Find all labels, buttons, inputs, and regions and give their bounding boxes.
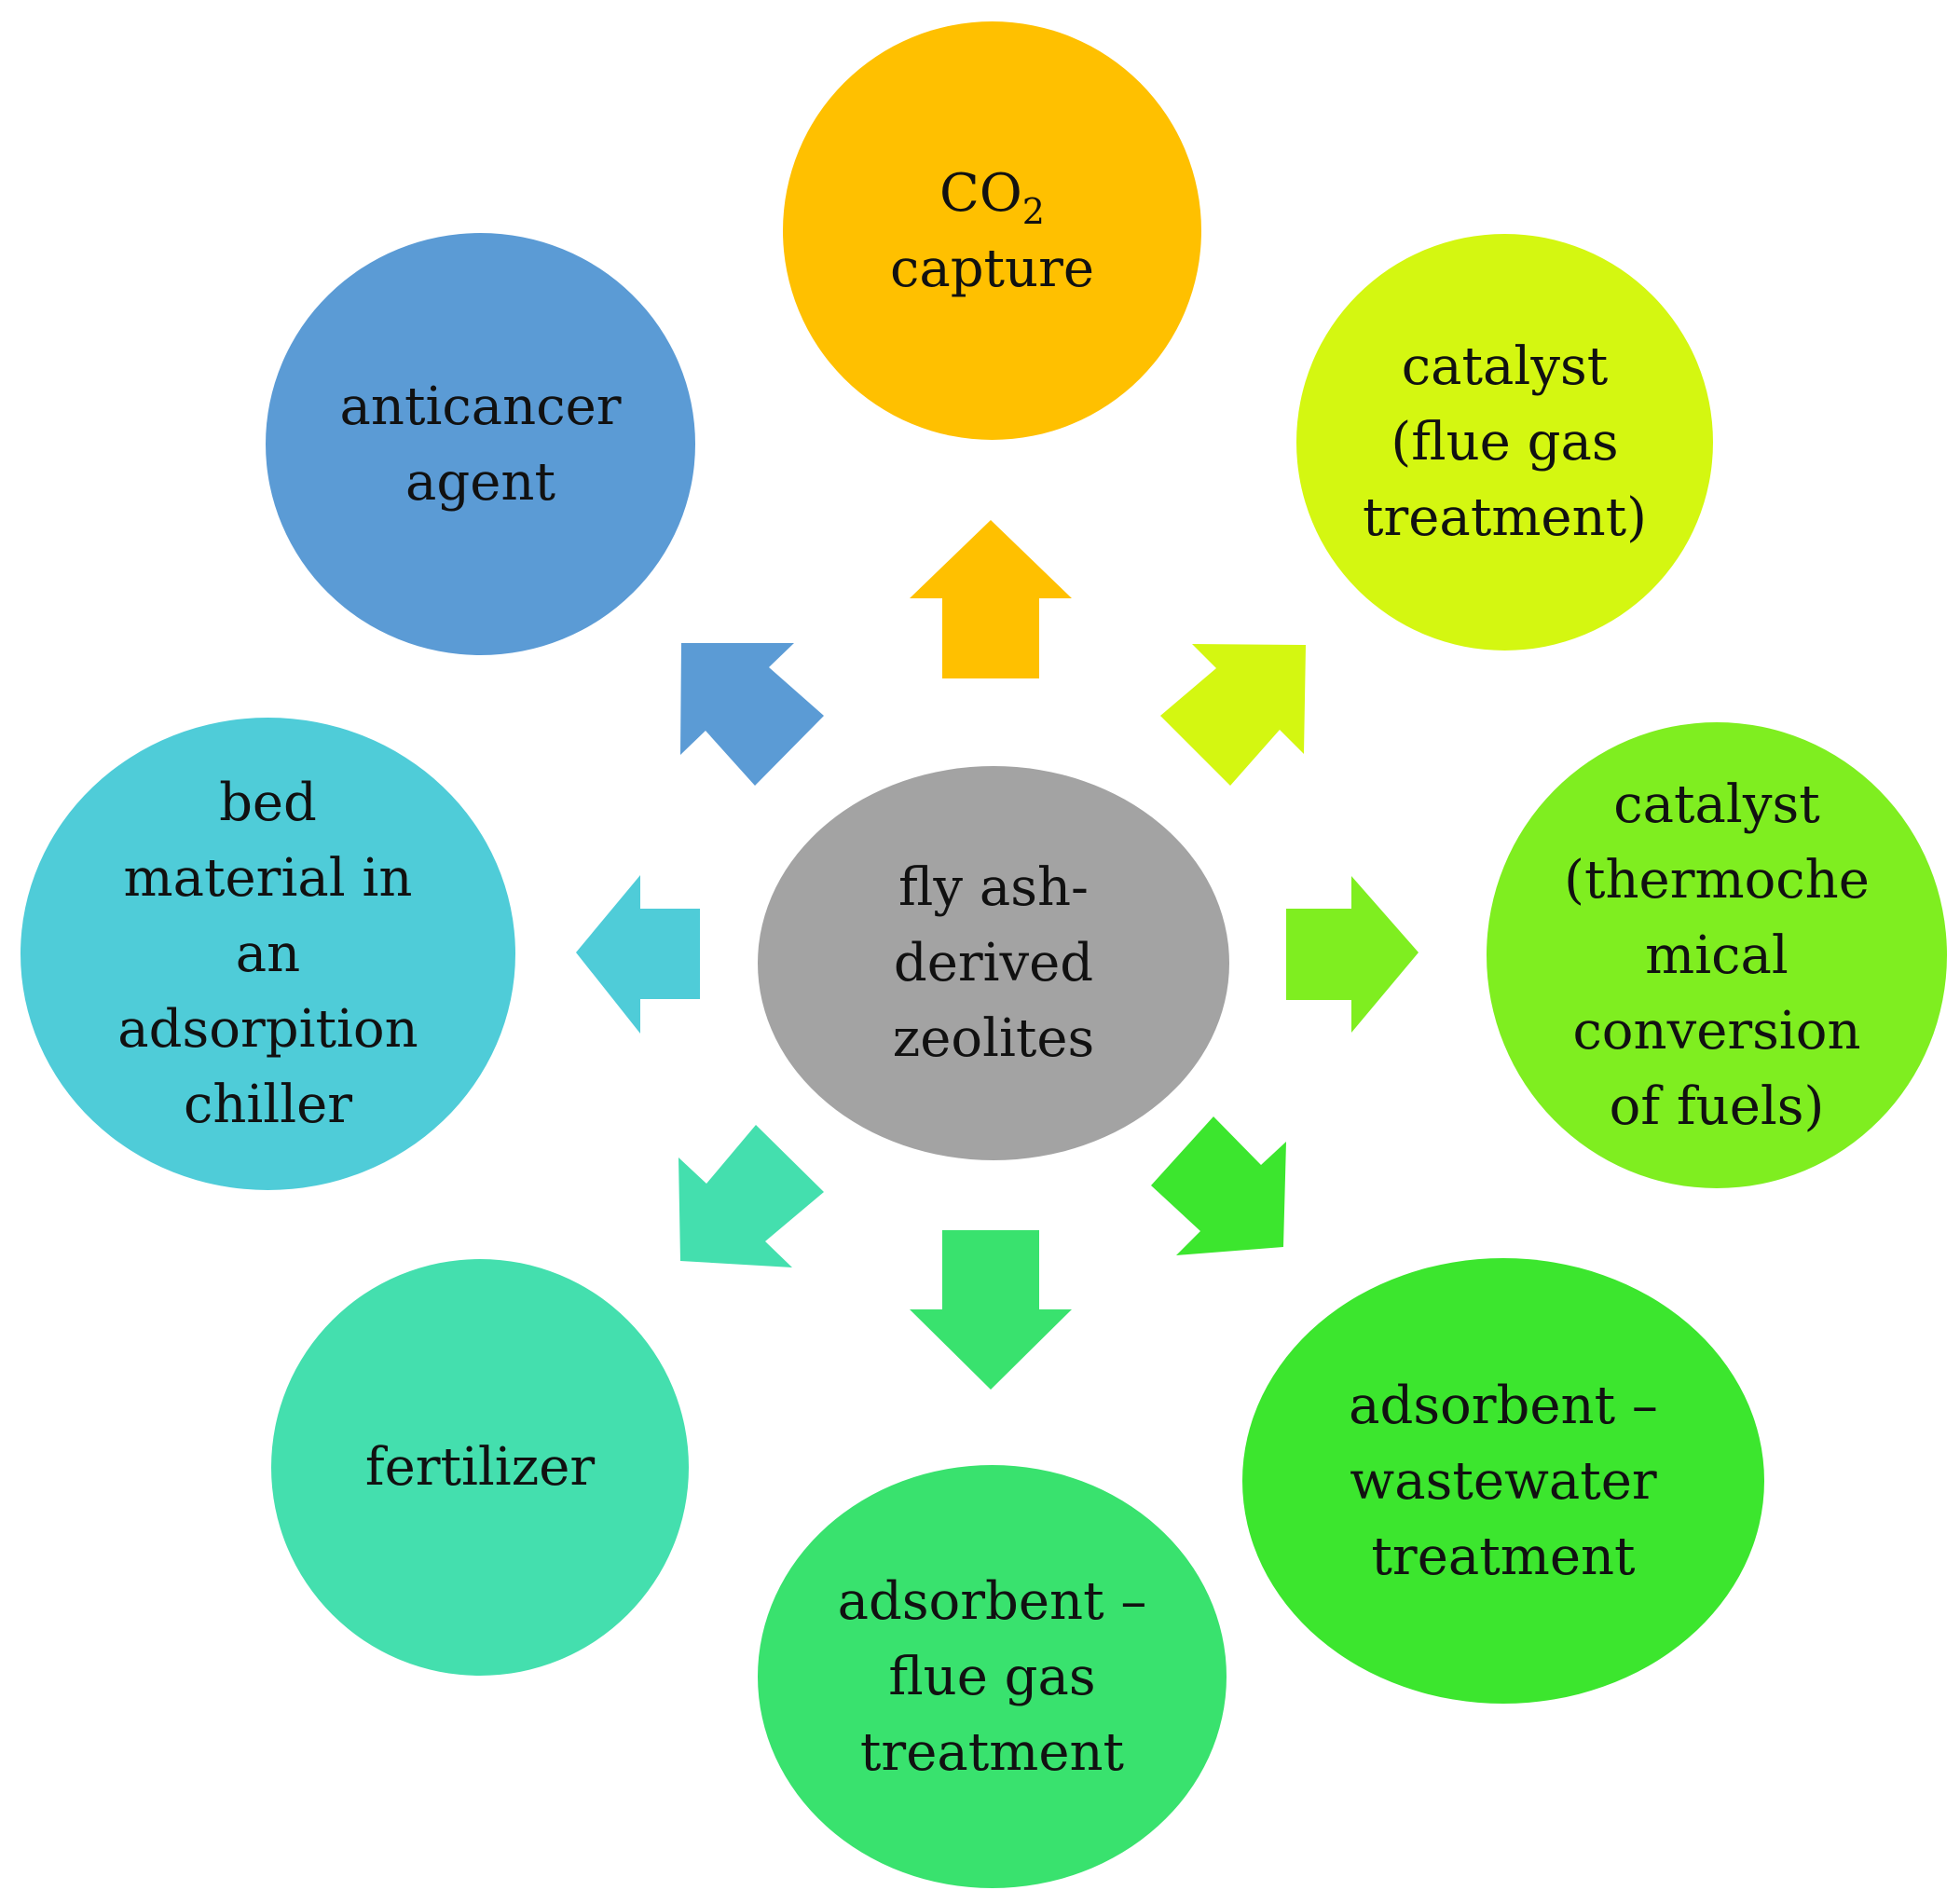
node-line: conversion [1572, 1000, 1861, 1062]
node-line: (flue gas [1391, 412, 1619, 473]
node-line: catalyst [1401, 336, 1609, 397]
node-line: fertilizer [364, 1437, 596, 1498]
node-fertilizer-label: fertilizer [365, 1430, 595, 1505]
node-co2-capture: CO2 capture [783, 21, 1201, 440]
node-line: catalyst [1613, 774, 1820, 835]
node-line: of fuels) [1609, 1075, 1825, 1137]
arrow-to-anticancer-agent [680, 643, 824, 786]
co2-formula: CO2 [890, 156, 1094, 231]
node-anticancer-agent: anticancer agent [266, 233, 695, 655]
node-catalyst-flue-gas: catalyst (flue gas treatment) [1296, 234, 1713, 651]
node-anticancer-agent-label: anticancer agent [340, 369, 622, 520]
node-co2-capture-label: CO2 capture [890, 156, 1094, 307]
node-line: adsorbent – [1349, 1375, 1658, 1436]
node-line: anticancer [339, 376, 622, 437]
arrow-to-adsorbent-wastewater [1151, 1116, 1286, 1255]
node-bed-material: bed material in an adsorpition chiller [21, 718, 515, 1190]
node-line: chiller [183, 1075, 353, 1135]
node-line: treatment [859, 1721, 1125, 1783]
node-catalyst-thermochemical: catalyst (thermoche mical conversion of … [1487, 722, 1947, 1188]
node-fertilizer: fertilizer [271, 1259, 689, 1676]
node-bed-material-label: bed material in an adsorpition chiller [117, 765, 418, 1143]
node-adsorbent-flue-gas: adsorbent – flue gas treatment [758, 1465, 1227, 1888]
node-line: adsorbent – [837, 1570, 1147, 1632]
node-catalyst-thermochemical-label: catalyst (thermoche mical conversion of … [1564, 767, 1870, 1144]
node-line: agent [405, 451, 555, 513]
node-line: capture [889, 238, 1095, 299]
node-adsorbent-wastewater: adsorbent – wastewater treatment [1242, 1258, 1764, 1704]
node-line: bed [219, 773, 317, 833]
arrow-to-adsorbent-flue-gas [910, 1230, 1072, 1390]
center-line: derived [893, 933, 1094, 993]
arrow-to-catalyst-thermochemical [1286, 876, 1419, 1033]
center-node-label: fly ash- derived zeolites [893, 850, 1095, 1076]
node-line: wastewater [1350, 1450, 1657, 1512]
node-line: an [235, 924, 301, 984]
arrow-to-bed-material [576, 875, 700, 1034]
node-line: treatment) [1363, 487, 1647, 548]
node-adsorbent-wastewater-label: adsorbent – wastewater treatment [1349, 1368, 1658, 1595]
node-line: (thermoche [1564, 849, 1870, 911]
center-node-fly-ash-zeolites: fly ash- derived zeolites [758, 766, 1229, 1160]
co2-main-text: CO [939, 162, 1022, 224]
center-line: zeolites [892, 1008, 1095, 1069]
arrow-to-co2-capture [910, 520, 1072, 678]
node-line: flue gas [888, 1646, 1096, 1707]
node-line: material in [123, 848, 413, 909]
node-line: treatment [1371, 1526, 1636, 1587]
node-line: adsorpition [117, 999, 418, 1060]
node-adsorbent-flue-gas-label: adsorbent – flue gas treatment [838, 1564, 1147, 1790]
co2-subscript: 2 [1021, 190, 1045, 232]
arrow-to-catalyst-flue-gas [1160, 644, 1306, 786]
arrow-to-fertilizer [678, 1125, 824, 1267]
center-line: fly ash- [898, 857, 1089, 918]
node-line: mical [1645, 925, 1789, 986]
node-catalyst-flue-gas-label: catalyst (flue gas treatment) [1363, 329, 1647, 555]
